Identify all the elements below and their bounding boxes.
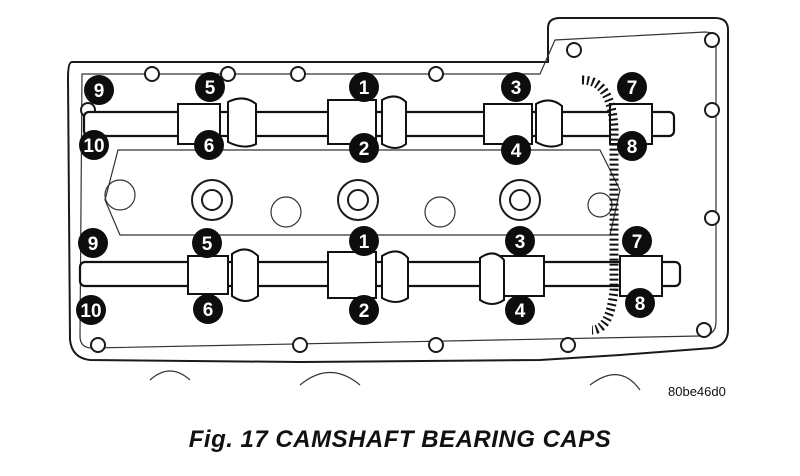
badge-circle xyxy=(79,130,109,160)
lower-cap-badge-3: 3 xyxy=(505,226,535,256)
upper-cap-badge-3: 3 xyxy=(501,72,531,102)
badge-circle xyxy=(194,130,224,160)
badge-number: 10 xyxy=(83,136,104,157)
timing-chain xyxy=(581,75,619,335)
badge-number: 6 xyxy=(203,300,214,321)
badge-circle xyxy=(622,226,652,256)
bearing-cap-number-badges: 9 10 5 6 1 2 3 4 7 8 9 10 5 6 1 2 3 4 7 8 xyxy=(76,72,655,325)
lower-cap-badge-8: 8 xyxy=(625,288,655,318)
upper-cap-badge-7: 7 xyxy=(617,72,647,102)
badge-number: 10 xyxy=(80,301,101,322)
badge-circle xyxy=(501,135,531,165)
badge-circle xyxy=(505,226,535,256)
upper-cap-badge-4: 4 xyxy=(501,135,531,165)
badge-number: 2 xyxy=(359,139,370,160)
diagram-code: 80be46d0 xyxy=(668,384,726,399)
badge-number: 7 xyxy=(627,78,638,99)
badge-number: 8 xyxy=(635,294,646,315)
upper-cap-badge-10: 10 xyxy=(79,130,109,160)
badge-number: 4 xyxy=(511,141,522,162)
lower-cap-badge-10: 10 xyxy=(76,295,106,325)
upper-camshaft xyxy=(82,95,676,149)
badge-circle xyxy=(505,295,535,325)
badge-circle xyxy=(349,133,379,163)
badge-circle xyxy=(84,75,114,105)
badge-circle xyxy=(501,72,531,102)
badge-number: 5 xyxy=(202,234,213,255)
badge-number: 3 xyxy=(515,232,526,253)
upper-cap-badge-5: 5 xyxy=(195,72,225,102)
lower-cap-badge-6: 6 xyxy=(193,294,223,324)
badge-number: 5 xyxy=(205,78,216,99)
lower-cap-badge-9: 9 xyxy=(78,228,108,258)
lower-cap-badge-2: 2 xyxy=(349,295,379,325)
badge-circle xyxy=(617,131,647,161)
badge-number: 1 xyxy=(359,78,370,99)
lower-camshaft xyxy=(78,248,682,305)
lower-cap-badge-4: 4 xyxy=(505,295,535,325)
badge-circle xyxy=(195,72,225,102)
upper-cap-badge-6: 6 xyxy=(194,130,224,160)
perimeter-bolts xyxy=(80,32,720,353)
lower-cap-badge-1: 1 xyxy=(349,226,379,256)
badge-number: 7 xyxy=(632,232,643,253)
badge-circle xyxy=(78,228,108,258)
badge-number: 4 xyxy=(515,301,526,322)
badge-number: 3 xyxy=(511,78,522,99)
figure-caption: Fig. 17 CAMSHAFT BEARING CAPS xyxy=(188,426,612,453)
badge-number: 8 xyxy=(627,137,638,158)
badge-number: 9 xyxy=(88,234,99,255)
badge-circle xyxy=(349,72,379,102)
upper-cap-badge-8: 8 xyxy=(617,131,647,161)
badge-number: 9 xyxy=(94,81,105,102)
badge-circle xyxy=(192,228,222,258)
badge-circle xyxy=(76,295,106,325)
badge-circle xyxy=(617,72,647,102)
badge-circle xyxy=(349,226,379,256)
upper-cap-badge-1: 1 xyxy=(349,72,379,102)
head-bolt-bosses xyxy=(104,179,613,228)
lower-cap-badge-7: 7 xyxy=(622,226,652,256)
badge-number: 1 xyxy=(359,232,370,253)
upper-cap-badge-9: 9 xyxy=(84,75,114,105)
lower-cap-badge-5: 5 xyxy=(192,228,222,258)
badge-circle xyxy=(349,295,379,325)
badge-number: 6 xyxy=(204,136,215,157)
badge-number: 2 xyxy=(359,301,370,322)
badge-circle xyxy=(193,294,223,324)
upper-cap-badge-2: 2 xyxy=(349,133,379,163)
badge-circle xyxy=(625,288,655,318)
cylinder-head-diagram: 9 10 5 6 1 2 3 4 7 8 9 10 5 6 1 2 3 4 7 8 xyxy=(66,17,729,391)
